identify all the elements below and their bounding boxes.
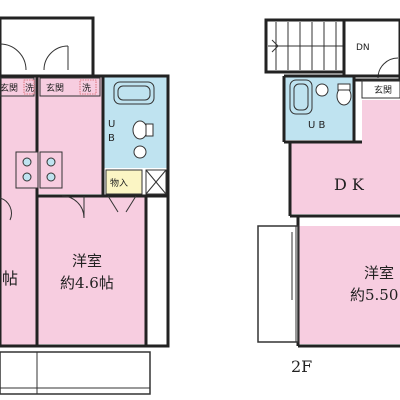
kitchen-stove-left [15,151,39,189]
bath-label-u: U [108,119,115,130]
room-2f-name-label: 洋室 [364,264,394,282]
room-right-unit-main [38,196,146,344]
room-2f [298,226,400,344]
room-right-size-label: 約4.6帖 [60,274,114,292]
toilet-2f [336,83,352,106]
bath-label-b: B [108,133,115,144]
storage-label: 物入 [110,177,128,189]
bathtub-2f [289,79,313,115]
room-right-name-label: 洋室 [72,252,102,270]
corridor-1f [0,16,95,78]
bath-2f-label: U B [308,120,325,131]
balcony-2f [257,225,299,343]
sink-1f [133,145,147,159]
stairs-down-label: DN [356,43,370,53]
balcony-1f [0,351,151,395]
kitchen-stove-right [39,151,63,189]
room-left-unit [0,76,36,346]
sink-2f [315,83,329,97]
entrance-door-right [43,45,69,71]
floor-2-label: 2F [291,357,312,376]
room-2f-size-label: 約5.50 [350,286,398,304]
toilet-1f [132,120,154,140]
entrance-label-right: 玄関 [46,82,64,94]
storage-1f [105,169,143,195]
floor-2: DN U B 玄関 D K 洋室 約5.50 [257,18,400,376]
entrance-label-left: 玄関 [0,82,18,94]
bathtub-1f [113,81,155,105]
washer-label-right: 洗 [82,82,91,94]
dk-label: D K [334,175,365,194]
washer-label-left: 洗 [25,82,34,94]
floor-1: 玄関 洗 玄関 洗 U B 物入 [0,16,170,395]
entrance-door-left [0,43,27,71]
room-left-size-label: 帖 [2,269,18,288]
stair-steps [268,22,344,70]
entrance-2f-label: 玄関 [374,84,392,96]
dk-room [290,142,400,214]
